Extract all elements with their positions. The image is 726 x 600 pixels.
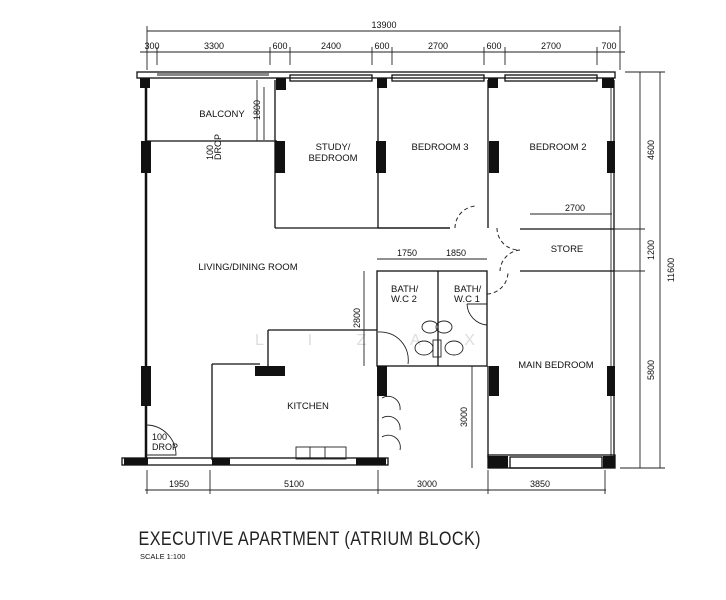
room-balcony: BALCONY: [199, 109, 245, 120]
room-bedroom-3: BEDROOM 3: [411, 142, 468, 153]
dim-top: 700: [601, 41, 616, 51]
sink-icon: [435, 320, 453, 334]
structural-columns: [124, 78, 615, 468]
dim-right: 1200: [646, 240, 656, 260]
toilet-icon: [444, 340, 464, 356]
dim-bottom: 5100: [284, 479, 304, 489]
dim-right: 5800: [646, 360, 656, 380]
room-labels: BALCONY STUDY/ BEDROOM BEDROOM 3 BEDROOM…: [152, 109, 594, 452]
watermark: L I Z A X: [255, 332, 495, 349]
dim-corridor: 3000: [459, 407, 469, 427]
dim-bath-depth: 2800: [352, 308, 362, 328]
sink-icon: [421, 320, 439, 334]
kitchen-sink-icon: [295, 446, 347, 460]
drop-living-label: DROP: [152, 442, 178, 452]
dim-top: 600: [486, 41, 501, 51]
dim-top: 300: [144, 41, 159, 51]
room-bedroom-2: BEDROOM 2: [529, 142, 586, 153]
dim-top: 600: [374, 41, 389, 51]
doors: [145, 205, 521, 456]
dim-bottom: 1950: [169, 479, 189, 489]
dim-top: 600: [272, 41, 287, 51]
dim-bottom: 3000: [417, 479, 437, 489]
room-store: STORE: [551, 244, 584, 255]
dim-top: 3300: [204, 41, 224, 51]
room-bath-1-line1: BATH/: [454, 284, 482, 295]
room-living-dining: LIVING/DINING ROOM: [198, 262, 297, 273]
dim-overall-width: 13900: [371, 20, 396, 30]
plan-scale: SCALE 1:100: [140, 552, 185, 561]
drop-balcony-label: DROP: [213, 134, 223, 160]
dim-top: 2400: [321, 41, 341, 51]
fixtures: [295, 320, 464, 460]
room-study-line1: STUDY/: [316, 142, 351, 153]
dim-store-width: 2700: [565, 203, 585, 213]
dim-bottom: 3850: [530, 479, 550, 489]
room-bath-1-line2: W.C 1: [454, 294, 480, 305]
drop-balcony-value: 100: [205, 145, 215, 160]
dim-top: 2700: [541, 41, 561, 51]
bottom-dimensions: 1950 5100 3000 3850: [145, 470, 606, 494]
dim-right: 4600: [646, 140, 656, 160]
inner-dimensions: 1800 2700 1750 1850 2800 3000: [252, 87, 612, 468]
walls: [121, 71, 616, 469]
room-main-bedroom: MAIN BEDROOM: [518, 360, 594, 371]
top-dimensions: 13900 300 3300 600 2400 600 2700 600 270…: [140, 20, 625, 70]
dim-top: 2700: [428, 41, 448, 51]
room-study-line2: BEDROOM: [308, 153, 357, 164]
dim-bath1-width: 1850: [446, 248, 466, 258]
dim-bath2-width: 1750: [397, 248, 417, 258]
drop-living-value: 100: [152, 432, 167, 442]
room-bath-2-line2: W.C 2: [391, 294, 417, 305]
room-kitchen: KITCHEN: [287, 401, 329, 412]
dim-balcony-depth: 1800: [252, 100, 262, 120]
right-dimensions: 4600 1200 5800 11600: [614, 71, 676, 469]
dim-overall-depth: 11600: [666, 258, 676, 282]
room-bath-2-line1: BATH/: [391, 284, 419, 295]
plan-title: EXECUTIVE APARTMENT (ATRIUM BLOCK): [139, 528, 481, 550]
